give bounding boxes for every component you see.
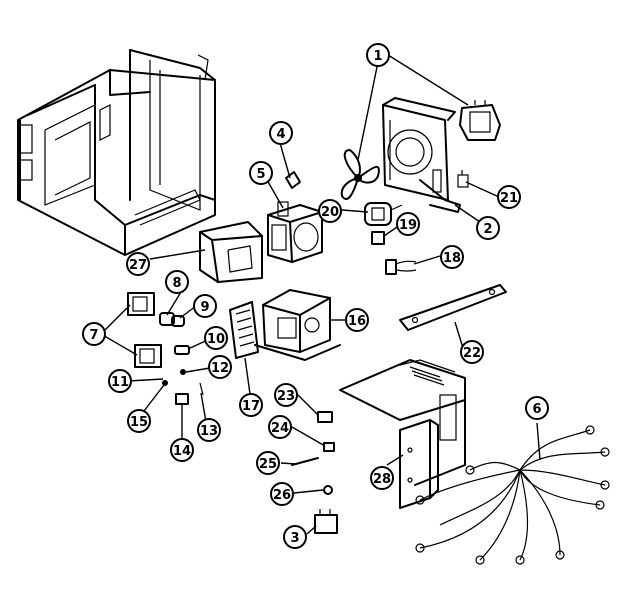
callout-19: 19: [396, 212, 420, 236]
connector-part-21: [457, 170, 469, 188]
callout-6: 6: [525, 396, 549, 420]
callout-1: 1: [366, 43, 390, 67]
callout-19-label: 19: [399, 218, 417, 233]
callout-21-label: 21: [500, 191, 518, 206]
fan-blade: [340, 149, 380, 200]
callout-20: 20: [318, 199, 342, 223]
switch-part-23: [317, 411, 333, 423]
base-plate-chassis: [339, 359, 466, 486]
part-25: [291, 457, 319, 466]
callout-14-label: 14: [173, 444, 191, 459]
fan-motor-bracket: [382, 97, 461, 213]
leader-lines: [100, 54, 541, 535]
interlock-switch-part-7: [127, 292, 162, 368]
clip-part-9: [171, 315, 185, 327]
callout-27: 27: [126, 252, 150, 276]
callout-4: 4: [269, 121, 293, 145]
callout-12: 12: [208, 355, 232, 379]
vent-grille-part-17: [229, 301, 259, 359]
callout-11: 11: [108, 369, 132, 393]
callout-17: 17: [239, 393, 263, 417]
fan-motor: [459, 100, 501, 141]
callout-23-label: 23: [277, 389, 295, 404]
callout-15: 15: [127, 409, 151, 433]
thermal-cutout-part-20: [364, 202, 403, 226]
callout-13: 13: [197, 418, 221, 442]
callout-18-label: 18: [443, 251, 461, 266]
callout-11-label: 11: [111, 375, 129, 390]
callout-9: 9: [193, 294, 217, 318]
callout-23: 23: [274, 383, 298, 407]
relay-part-3: [314, 509, 338, 534]
oven-cavity: [17, 49, 216, 256]
callout-13-label: 13: [200, 424, 218, 439]
callout-7-label: 7: [89, 328, 98, 343]
callout-12-label: 12: [211, 361, 229, 376]
callout-8: 8: [165, 270, 189, 294]
callout-22: 22: [460, 340, 484, 364]
callout-10-label: 10: [207, 332, 225, 347]
callout-25: 25: [256, 451, 280, 475]
callout-4-label: 4: [276, 127, 285, 142]
callout-9-label: 9: [200, 300, 209, 315]
clip-part-4: [285, 171, 301, 189]
transformer-part-16: [254, 289, 341, 361]
fuse-part-10: [174, 345, 190, 355]
callout-18: 18: [440, 245, 464, 269]
part-24: [323, 442, 335, 452]
rail-bracket-part-22: [399, 284, 507, 331]
clip-part-8: [159, 312, 175, 326]
callout-26-label: 26: [273, 488, 291, 503]
callout-3: 3: [283, 525, 307, 549]
callout-3-label: 3: [290, 531, 299, 546]
callout-25-label: 25: [259, 457, 277, 472]
callout-28-label: 28: [373, 472, 391, 487]
callout-6-label: 6: [532, 402, 541, 417]
wiring-harness-part-6: [415, 425, 610, 565]
callout-5: 5: [249, 161, 273, 185]
callout-10: 10: [204, 326, 228, 350]
callout-14: 14: [170, 438, 194, 462]
callout-2: 2: [476, 216, 500, 240]
callout-20-label: 20: [321, 205, 339, 220]
callout-1-label: 1: [373, 49, 382, 64]
air-duct-part-27: [199, 221, 263, 283]
switch-part-19: [371, 231, 385, 245]
callout-24: 24: [268, 415, 292, 439]
callout-27-label: 27: [129, 258, 147, 273]
callout-2-label: 2: [483, 222, 492, 237]
callout-22-label: 22: [463, 346, 481, 361]
callout-26: 26: [270, 482, 294, 506]
callout-21: 21: [497, 185, 521, 209]
part-26: [323, 485, 333, 495]
wire-lead-part-18: [385, 259, 417, 275]
capacitor-part-5: [267, 201, 323, 263]
small-parts-12-13-14-15: [162, 369, 204, 405]
callout-17-label: 17: [242, 399, 260, 414]
callout-15-label: 15: [130, 415, 148, 430]
callout-16: 16: [345, 308, 369, 332]
callout-28: 28: [370, 466, 394, 490]
callout-8-label: 8: [172, 276, 181, 291]
callout-7: 7: [82, 322, 106, 346]
callout-16-label: 16: [348, 314, 366, 329]
callout-5-label: 5: [256, 167, 265, 182]
callout-24-label: 24: [271, 421, 289, 436]
